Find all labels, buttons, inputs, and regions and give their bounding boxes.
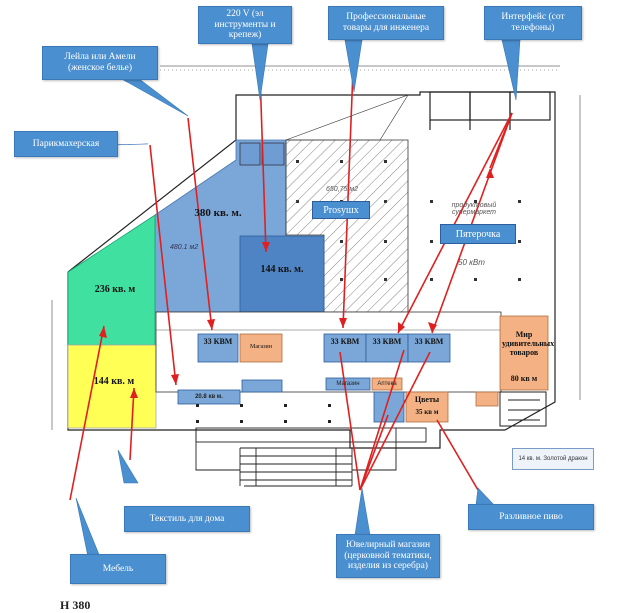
flowers-label: Цветы — [414, 395, 440, 404]
callout-jewelry: Ювелирный магазин (церковной тематики, и… — [336, 534, 440, 578]
callout-leila-text: Лейла или Амели (женское белье) — [64, 52, 136, 73]
callout-hairdresser: Парикмахерская — [14, 131, 118, 157]
shop-orange-box — [239, 333, 283, 363]
callout-tails — [75, 39, 521, 558]
zone-144-blue-label: 144 кв. м. — [260, 264, 304, 275]
callout-draft-beer-text: Разливное пиво — [499, 511, 563, 522]
zone-small-top-left — [239, 142, 261, 166]
unit-33-c: 33 КВМ — [372, 337, 402, 346]
callout-leila: Лейла или Амели (женское белье) — [42, 46, 158, 80]
side-note-box: 14 кв. м. Золотой дракон — [512, 448, 594, 470]
shop-small-box — [177, 389, 241, 405]
flowers-box — [405, 391, 449, 423]
lower-label-b: Аптека — [377, 381, 397, 387]
unit-33-d-box — [407, 333, 451, 363]
callout-hairdresser-text: Парикмахерская — [32, 138, 100, 149]
zone-380-label: 380 кв. м. — [194, 207, 242, 219]
callout-furniture-text: Мебель — [102, 563, 134, 574]
callout-professional-text: Профессиональные товары для инженера — [342, 12, 430, 33]
prosushi-sign: Prosушх — [312, 201, 370, 219]
tiny-orange-box — [475, 391, 499, 407]
lower-blue-box-c — [373, 391, 405, 423]
power-label: 50 кВт — [458, 258, 485, 267]
callout-interfax: Интерфейс (сот телефоны) — [484, 6, 582, 40]
corridor-columns — [196, 404, 331, 423]
flowers-area: 35 кв м — [415, 408, 439, 416]
unit-33-a: 33 КВМ — [203, 337, 233, 346]
entrance-stairs — [195, 427, 427, 487]
shop-orange-label: Магазин — [250, 344, 272, 350]
pyaterochka-label: Пятерочка — [455, 228, 501, 240]
area-small-label: 480.1 м2 — [170, 244, 199, 251]
world-of-goods-area: 80 кв м — [510, 374, 538, 383]
callout-arrow-heads — [99, 168, 494, 398]
callout-textile-text: Текстиль для дома — [149, 513, 225, 524]
zone-144-yellow — [67, 344, 157, 429]
zone-small-top-right — [261, 142, 285, 166]
area-sketch-label: 650,75 м2 — [326, 186, 359, 193]
unit-33-c-box — [365, 333, 409, 363]
unit-33-b-box — [323, 333, 367, 363]
pyaterochka-sign: Пятерочка — [440, 224, 516, 244]
zone-236 — [67, 214, 156, 346]
shop-small-label: 20.8 кв м. — [195, 394, 223, 400]
unit-33-b: 33 КВМ — [330, 337, 360, 346]
callout-draft-beer: Разливное пиво — [468, 504, 594, 530]
callout-textile: Текстиль для дома — [124, 506, 250, 532]
unit-33-d: 33 КВМ — [414, 337, 444, 346]
unit-33-a-box — [197, 333, 239, 363]
building-outline — [51, 65, 581, 449]
zone-236-label: 236 кв. м — [94, 284, 136, 295]
world-of-goods-box — [499, 315, 549, 391]
world-of-goods-label: Мир удивительных товаров — [502, 330, 555, 358]
lower-blue-box-a — [241, 379, 283, 393]
zone-144-blue — [239, 235, 325, 313]
callout-jewelry-text: Ювелирный магазин (церковной тематики, и… — [344, 539, 432, 572]
callout-professional: Профессиональные товары для инженера — [328, 6, 444, 40]
side-note-text: 14 кв. м. Золотой дракон — [518, 456, 588, 462]
callout-interfax-text: Интерфейс (сот телефоны) — [501, 12, 565, 33]
callout-arrows — [69, 43, 513, 501]
supermarket-label: продуктовый супермаркет — [451, 202, 497, 216]
lower-label-a: Магазин — [336, 381, 360, 387]
callout-220v-text: 220 V (эл инструменты и крепеж) — [214, 8, 276, 41]
stair-rooms — [499, 391, 547, 427]
callout-220v: 220 V (эл инструменты и крепеж) — [198, 6, 292, 44]
bottom-caption: Н 380 — [60, 598, 91, 612]
zone-144-yellow-label: 144 кв. м — [93, 376, 135, 387]
lower-blue-box-b — [325, 377, 371, 391]
prosushi-label: Prosушх — [323, 204, 359, 216]
top-right-rooms — [429, 91, 551, 130]
callout-furniture: Мебель — [70, 554, 166, 584]
